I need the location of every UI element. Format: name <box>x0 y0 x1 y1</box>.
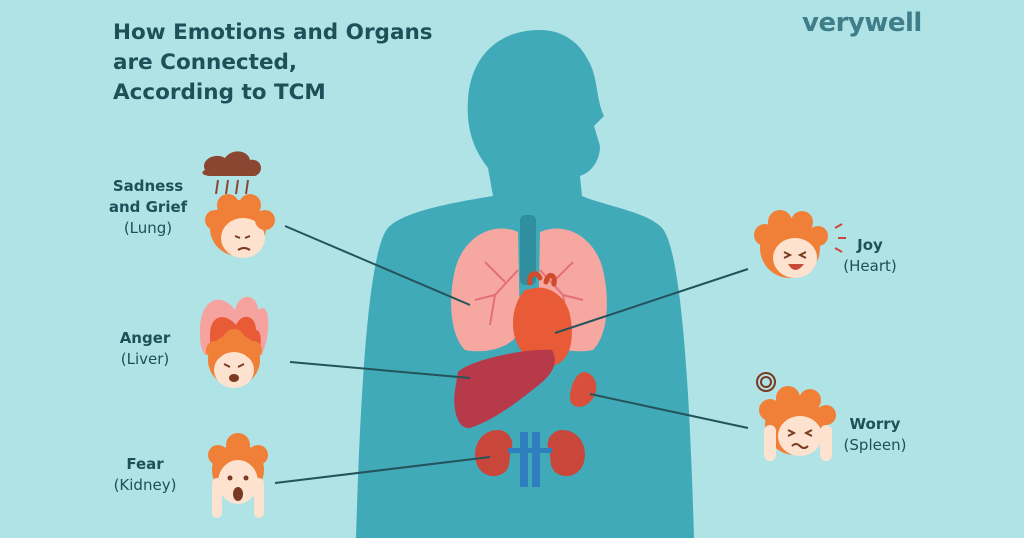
left-lung <box>451 228 520 352</box>
emotion-sadness-line1: Sadness <box>112 177 184 195</box>
emotion-sadness-line2: and Grief <box>108 198 188 216</box>
title-line-2: are Connected, <box>113 50 298 75</box>
organ-lung: (Lung) <box>123 219 173 237</box>
organ-liver: (Liver) <box>120 350 170 368</box>
connector-kidney <box>274 456 491 484</box>
organ-kidney: (Kidney) <box>113 476 177 494</box>
label-anger: Anger (Liver) <box>105 328 185 370</box>
sad-face-icon <box>202 151 275 258</box>
emotion-joy: Joy <box>857 236 883 254</box>
left-kidney <box>474 430 513 477</box>
emotion-fear: Fear <box>126 455 164 473</box>
label-joy: Joy (Heart) <box>835 235 905 277</box>
aorta <box>520 432 528 487</box>
trachea <box>520 215 536 285</box>
emotion-anger: Anger <box>119 329 171 347</box>
title-line-3: According to TCM <box>113 80 326 105</box>
organ-heart: (Heart) <box>843 257 897 275</box>
fear-face-icon <box>208 433 268 518</box>
connector-liver <box>289 361 471 379</box>
heart <box>513 287 572 366</box>
liver <box>454 349 555 429</box>
vena-cava <box>532 432 540 487</box>
angry-face-icon <box>200 296 269 388</box>
title-line-1: How Emotions and Organs <box>113 20 433 45</box>
emotion-worry: Worry <box>849 415 901 433</box>
verywell-logo: verywell <box>802 8 922 38</box>
connector-lung <box>284 225 471 306</box>
label-fear: Fear (Kidney) <box>100 454 190 496</box>
label-sadness: Sadness and Grief (Lung) <box>103 176 193 239</box>
page-title: How Emotions and Organs are Connected, A… <box>113 18 473 108</box>
right-kidney <box>547 430 586 477</box>
joy-face-icon <box>754 210 846 278</box>
organ-spleen: (Spleen) <box>843 436 907 454</box>
connector-heart <box>554 268 749 334</box>
label-worry: Worry (Spleen) <box>835 414 915 456</box>
worry-face-icon <box>756 372 836 461</box>
connector-spleen <box>589 393 749 429</box>
spleen <box>570 372 597 407</box>
